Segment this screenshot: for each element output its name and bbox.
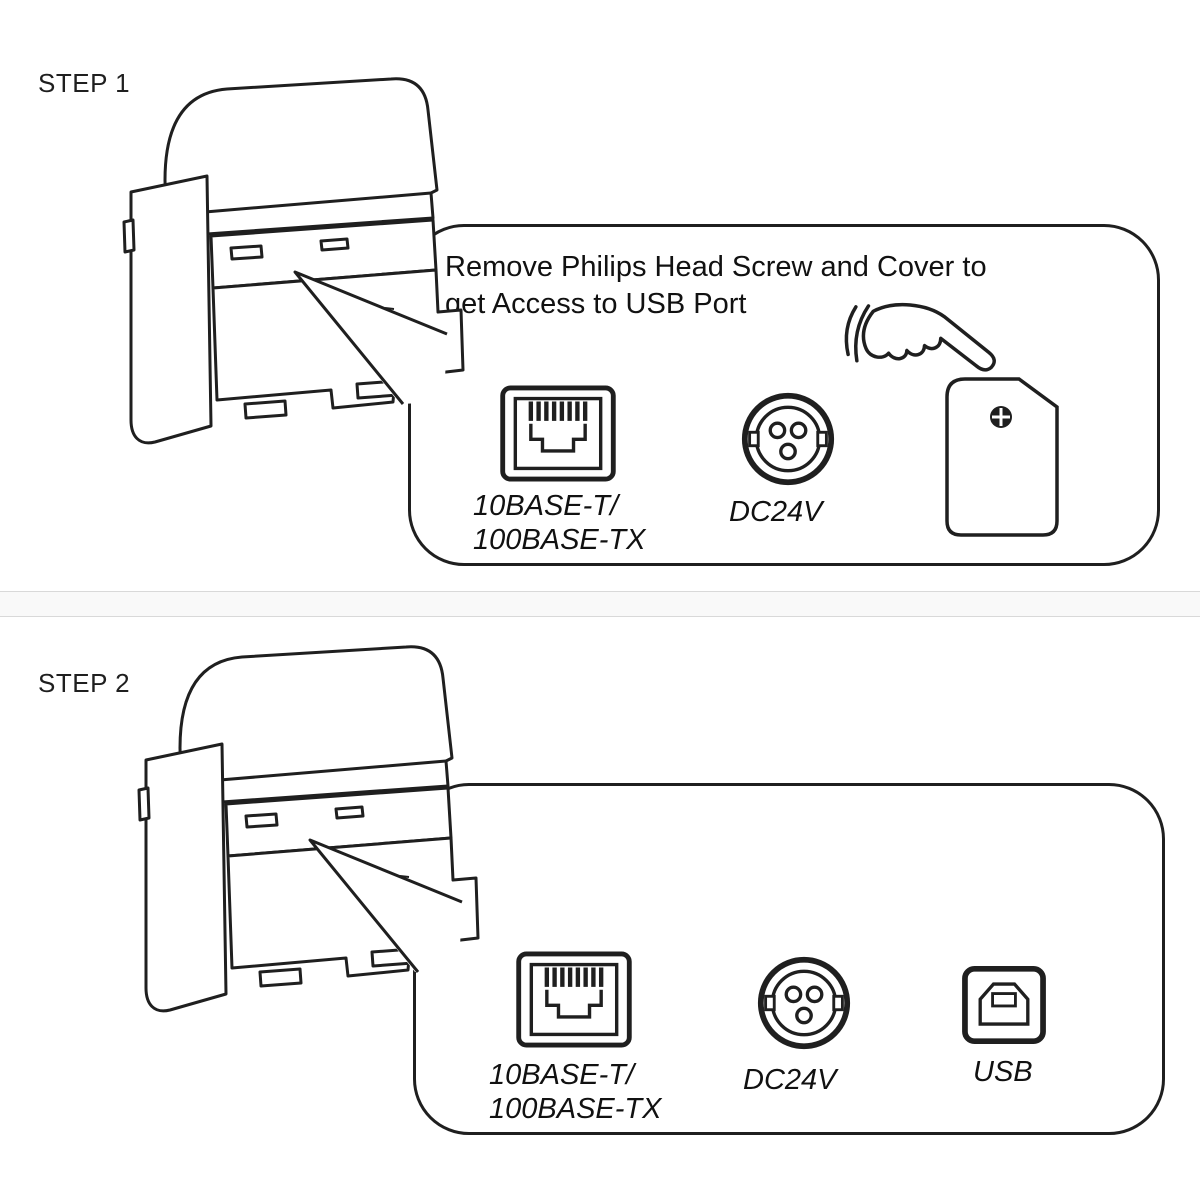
dc24v-label: DC24V: [743, 1064, 837, 1096]
step-1-label: STEP 1: [38, 68, 131, 98]
instruction-line-1: Remove Philips Head Screw and Cover to: [445, 251, 987, 283]
usb-port-label: USB: [973, 1056, 1033, 1088]
dc24v-label: DC24V: [729, 496, 823, 528]
ethernet-port-label: 10BASE-T/ 100BASE-TX: [489, 1058, 661, 1126]
ethernet-label-line-2: 100BASE-TX: [489, 1093, 662, 1125]
step-1-callout: Remove Philips Head Screw and Cover to g…: [408, 224, 1160, 566]
ethernet-label-line-2: 100BASE-TX: [473, 524, 646, 556]
dc24v-connector-icon: [755, 955, 853, 1051]
usb-port-icon: [961, 965, 1047, 1045]
ethernet-port-label: 10BASE-T/ 100BASE-TX: [473, 489, 645, 557]
section-divider: [0, 591, 1200, 617]
instruction-line-2: get Access to USB Port: [445, 288, 747, 320]
printer-illustration-step1: [95, 72, 475, 472]
pointing-hand-icon: [844, 302, 996, 372]
instruction-text: Remove Philips Head Screw and Cover to g…: [445, 249, 987, 323]
step-2-callout: 10BASE-T/ 100BASE-TX DC24V USB: [413, 783, 1165, 1135]
step-2-label: STEP 2: [38, 668, 131, 698]
dc24v-connector-icon: [739, 391, 837, 487]
usb-cover-plate: [945, 377, 1059, 537]
ethernet-label-line-1: 10BASE-T/: [473, 490, 619, 522]
ethernet-label-line-1: 10BASE-T/: [489, 1059, 635, 1091]
ethernet-port-icon: [515, 951, 633, 1048]
phillips-screw-icon: [990, 406, 1012, 428]
printer-illustration-step2: [110, 640, 490, 1040]
ethernet-port-icon: [499, 385, 617, 482]
